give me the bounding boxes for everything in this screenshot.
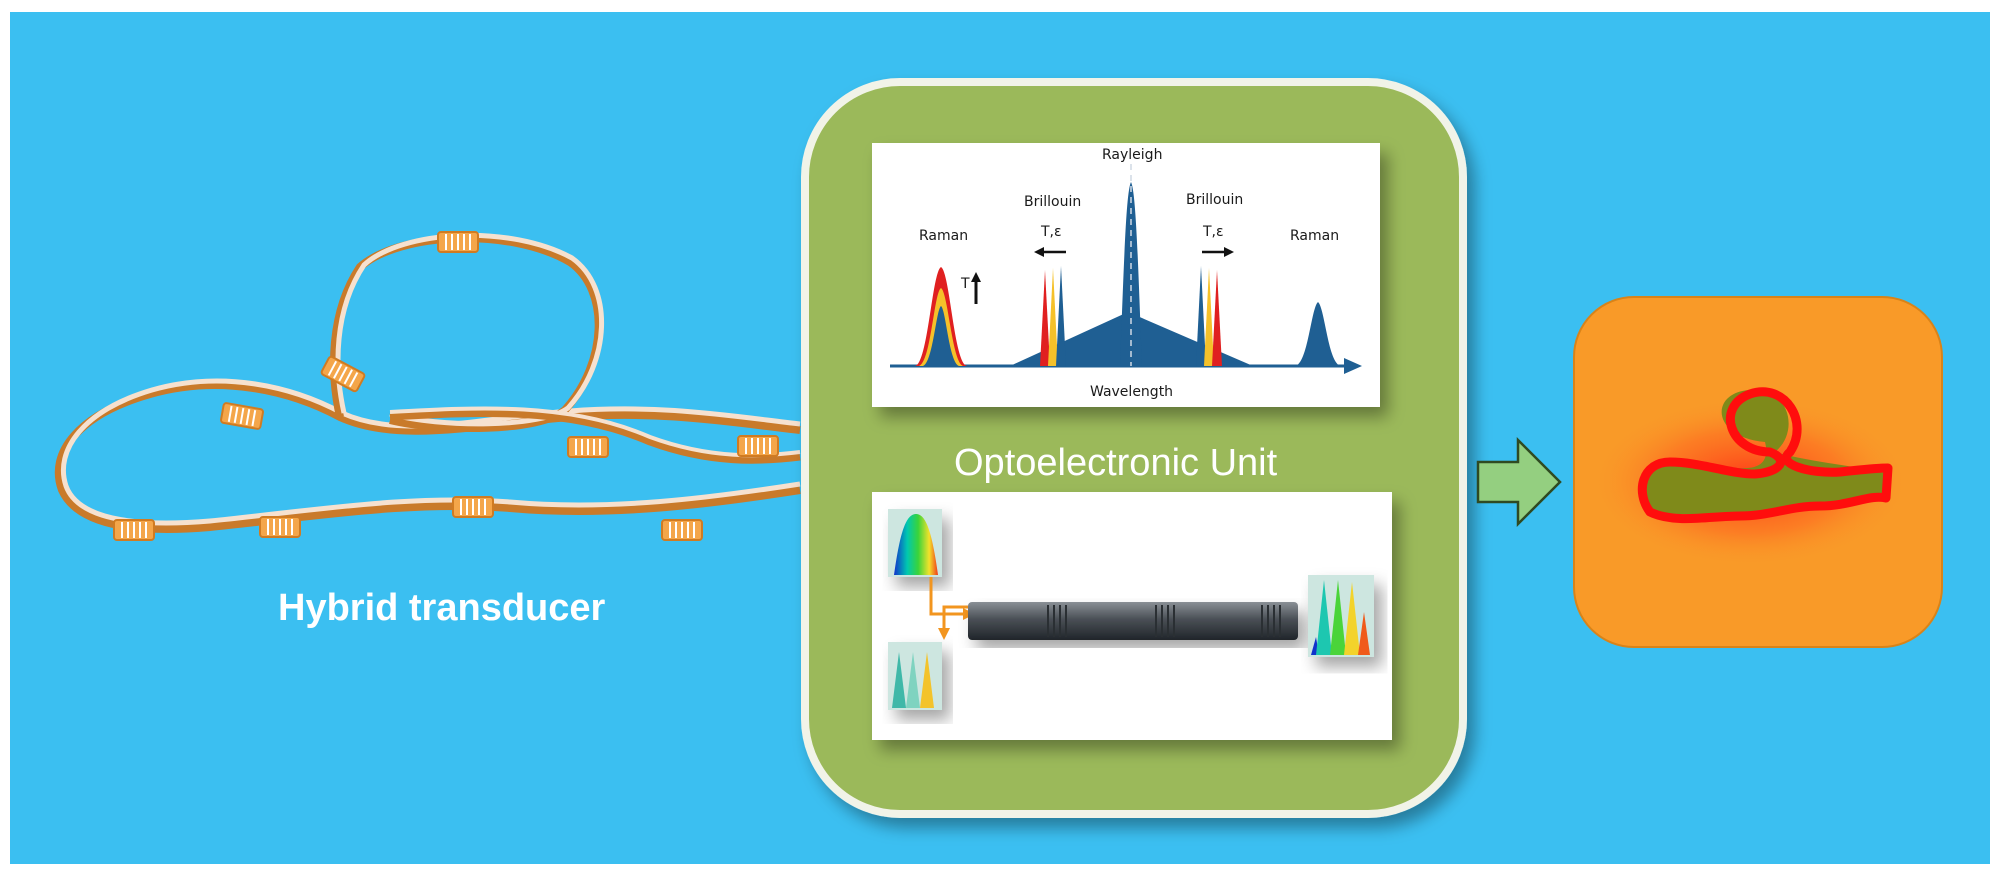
- fbg-fiber: [968, 602, 1298, 640]
- sensor-block: [113, 519, 155, 541]
- temperature-up-arrow: [971, 272, 981, 304]
- diagram-svg: [10, 12, 1990, 864]
- brillouin-right-t-eps-label: T,ε: [1203, 224, 1224, 240]
- output-arrow: [1476, 436, 1562, 528]
- brillouin-left-t-eps-label: T,ε: [1041, 224, 1062, 240]
- wavelength-axis-arrow: [1344, 358, 1362, 374]
- sensor-block: [437, 231, 479, 253]
- hybrid-transducer-label: Hybrid transducer: [278, 587, 606, 629]
- rayleigh-label: Rayleigh: [1102, 147, 1163, 163]
- sensor-block: [661, 519, 703, 541]
- left-shift-arrow: [1034, 247, 1066, 257]
- detection-contour: [1637, 387, 1893, 524]
- optoelectronic-unit-label: Optoelectronic Unit: [954, 442, 1278, 484]
- raman-left-label: Raman: [919, 228, 969, 244]
- raman-right-label: Raman: [1290, 228, 1340, 244]
- diagram-canvas: Hybrid transducer Optoelectronic Unit Ra…: [10, 12, 1990, 864]
- fbg-schematic: [888, 509, 1374, 710]
- sensor-block: [320, 355, 366, 393]
- right-shift-arrow: [1202, 247, 1234, 257]
- sensor-block: [567, 436, 609, 458]
- temperature-label: T: [961, 276, 970, 292]
- wavelength-axis-label: Wavelength: [1090, 384, 1174, 400]
- brillouin-left-peak: [1040, 270, 1050, 366]
- backscatter-spectrum: [890, 164, 1362, 374]
- brillouin-right-label: Brillouin: [1186, 192, 1244, 208]
- sensor-block: [452, 496, 494, 518]
- fiber-sensors: [113, 231, 779, 541]
- raman-right-peak: [1295, 302, 1341, 366]
- coupler-lines: [929, 577, 965, 616]
- sensor-block: [737, 435, 779, 457]
- brillouin-left-label: Brillouin: [1024, 194, 1082, 210]
- output-map: [1590, 387, 1910, 567]
- sensor-block: [220, 402, 264, 430]
- hybrid-transducer-fiber: [54, 232, 801, 533]
- brillouin-right-peak: [1196, 266, 1206, 366]
- fiber-upper-loop: [330, 234, 603, 433]
- sensor-block: [259, 516, 301, 538]
